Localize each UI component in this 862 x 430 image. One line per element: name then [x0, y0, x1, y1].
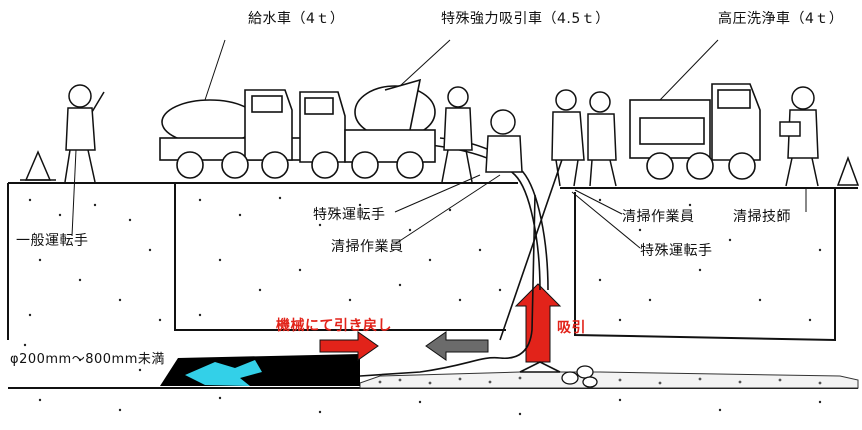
debris-rocks	[561, 365, 598, 388]
washer-truck	[629, 83, 761, 180]
label-water-truck: 給水車（4ｔ）	[248, 11, 345, 27]
cleaner-figure-left	[485, 109, 523, 173]
label-special-driver-left: 特殊運転手	[313, 207, 386, 223]
cleaning-engineer-figure	[779, 86, 819, 187]
label-special-driver-right: 特殊運転手	[640, 243, 713, 259]
label-general-driver: 一般運転手	[16, 233, 89, 249]
suction-truck	[299, 78, 436, 179]
label-cleaning-engineer: 清掃技師	[733, 209, 791, 225]
general-driver-figure	[64, 84, 105, 183]
leader-lines	[71, 39, 807, 249]
label-suction: 吸引	[557, 320, 586, 336]
sewer-pipe	[160, 354, 360, 386]
suction-arrow	[514, 283, 562, 363]
cleaner-figure-right	[551, 89, 617, 187]
gravel-bed	[359, 371, 859, 389]
traffic-cone-right	[836, 155, 860, 186]
water-jet	[185, 360, 262, 386]
label-cleaner-left: 清掃作業員	[331, 239, 404, 255]
soil-texture	[23, 196, 822, 416]
water-truck	[159, 89, 341, 179]
special-driver-figure-left	[441, 86, 473, 183]
label-washer-truck: 高圧洗浄車（4ｔ）	[718, 11, 844, 27]
pull-back-arrow	[319, 331, 379, 361]
label-pull-back: 機械にて引き戻し	[276, 318, 392, 334]
label-pipe-size: φ200mm～800mm未満	[10, 352, 165, 367]
traffic-cone-left	[20, 150, 56, 181]
label-suction-truck: 特殊強力吸引車（4.5ｔ）	[441, 11, 610, 27]
return-arrow	[425, 331, 489, 361]
label-cleaner-right: 清掃作業員	[622, 209, 695, 225]
